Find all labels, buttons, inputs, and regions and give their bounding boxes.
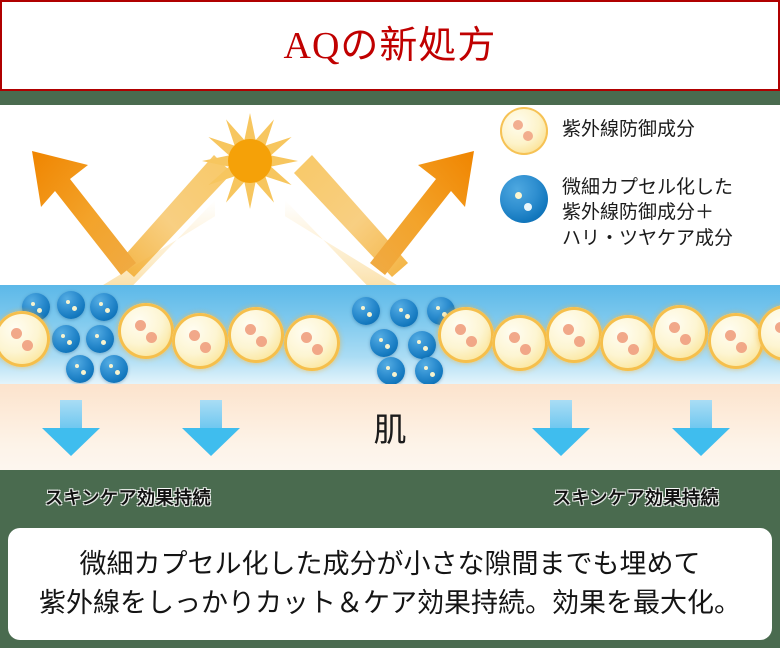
page-title: AQの新処方: [283, 24, 497, 67]
yellow-particle: [0, 311, 50, 367]
yellow-particle: [228, 307, 284, 363]
down-arrow-icon: [672, 400, 730, 456]
blue-particle: [390, 299, 418, 327]
yellow-particle: [118, 303, 174, 359]
legend-label-uv-blocker: 紫外線防御成分: [562, 119, 696, 140]
blue-microcapsule-icon: [500, 175, 548, 223]
blue-particle: [86, 325, 114, 353]
green-strip: スキンケア効果持続 スキンケア効果持続: [0, 470, 780, 522]
down-arrow-icon: [532, 400, 590, 456]
caption-line-1: 微細カプセル化した成分が小さな隙間までも埋めて: [79, 548, 701, 579]
blue-particle: [408, 331, 436, 359]
top-green-band: [0, 91, 780, 105]
blue-particle: [370, 329, 398, 357]
air-region: 紫外線防御成分 微細カプセル化した 紫外線防御成分＋ ハリ・ツヤケア成分: [0, 105, 780, 285]
blue-particle: [90, 293, 118, 321]
title-box: AQの新処方: [0, 0, 780, 91]
yellow-particle: [438, 307, 494, 363]
yellow-particle: [492, 315, 548, 371]
blue-particle: [52, 325, 80, 353]
yellow-capsule-icon: [500, 107, 548, 155]
yellow-particle: [284, 315, 340, 371]
incoming-ray-right: [288, 151, 508, 283]
blue-particle: [100, 355, 128, 383]
legend-item-microcapsule: 微細カプセル化した 紫外線防御成分＋ ハリ・ツヤケア成分: [500, 175, 780, 251]
blue-particle: [415, 357, 443, 384]
strip-label-left: スキンケア効果持続: [45, 488, 211, 508]
blue-particle: [352, 297, 380, 325]
sun-core: [228, 139, 272, 183]
down-arrow-icon: [42, 400, 100, 456]
legend: 紫外線防御成分 微細カプセル化した 紫外線防御成分＋ ハリ・ツヤケア成分: [500, 107, 780, 271]
legend-item-uv-blocker: 紫外線防御成分: [500, 107, 780, 155]
yellow-particle: [546, 307, 602, 363]
yellow-particle: [172, 313, 228, 369]
particle-layer: [0, 285, 780, 384]
caption-card: 微細カプセル化した成分が小さな隙間までも埋めて 紫外線をしっかりカット＆ケア効果…: [8, 528, 772, 640]
yellow-particle: [600, 315, 656, 371]
yellow-particle: [758, 305, 780, 361]
sun-icon: [202, 113, 298, 209]
yellow-particle: [708, 313, 764, 369]
blue-particle: [377, 357, 405, 384]
up-left-arrow-icon: [18, 135, 218, 285]
yellow-particle: [652, 305, 708, 361]
blue-particle: [57, 291, 85, 319]
legend-label-microcapsule: 微細カプセル化した 紫外線防御成分＋ ハリ・ツヤケア成分: [562, 177, 734, 249]
skin-layer: 肌: [0, 384, 780, 470]
blue-particle: [66, 355, 94, 383]
skin-label: 肌: [373, 413, 407, 449]
caption-line-2: 紫外線をしっかりカット＆ケア効果持続。効果を最大化。: [39, 588, 741, 618]
incoming-ray-left: [18, 151, 238, 283]
down-arrow-icon: [182, 400, 240, 456]
strip-label-right: スキンケア効果持続: [553, 488, 719, 508]
up-right-arrow-icon: [278, 135, 488, 285]
